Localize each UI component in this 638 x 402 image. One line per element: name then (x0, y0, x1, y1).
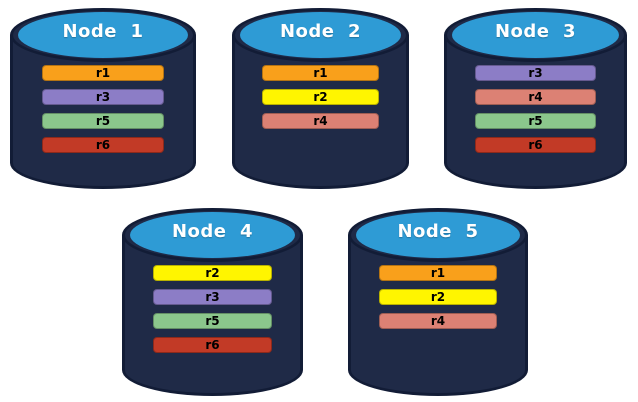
replica-bar-r6: r6 (152, 337, 273, 353)
database-cylinder-icon (18, 12, 188, 58)
replica-bar-r2: r2 (262, 89, 379, 105)
database-cylinder-icon (356, 212, 520, 258)
replica-list: r3 r4 r5 r6 (444, 65, 627, 153)
node-title: Node 5 (397, 221, 479, 242)
node-title: Node 3 (494, 21, 577, 42)
node-cylinder-1: Node 1 r1 r3 r5 r6 (10, 8, 196, 189)
node-cylinder-3: Node 3 r3 r4 r5 r6 (444, 8, 627, 189)
node-title: Node 2 (279, 21, 362, 42)
replica-list: r1 r2 r4 (232, 65, 409, 129)
node-cylinder-5: Node 5 r1 r2 r4 (348, 208, 528, 396)
replica-bar-r6: r6 (475, 137, 596, 153)
node-title: Node 1 (62, 21, 144, 42)
replica-list: r1 r2 r4 (348, 265, 528, 329)
database-cylinder-icon (240, 12, 401, 58)
replica-bar-r3: r3 (475, 65, 596, 81)
node-cylinder-4: Node 4 r2 r3 r5 r6 (122, 208, 303, 396)
cylinder-body (444, 35, 627, 189)
replica-bar-r5: r5 (475, 113, 596, 129)
node-cylinder-2: Node 2 r1 r2 r4 (232, 8, 409, 189)
replica-list: r1 r3 r5 r6 (10, 65, 196, 153)
replica-bar-r4: r4 (262, 113, 379, 129)
replica-bar-r5: r5 (41, 113, 165, 129)
replica-bar-r2: r2 (378, 289, 498, 305)
replica-bar-r6: r6 (41, 137, 165, 153)
database-cylinder-icon (452, 12, 619, 58)
replica-bar-r3: r3 (41, 89, 165, 105)
replica-bar-r1: r1 (262, 65, 379, 81)
replica-bar-r2: r2 (152, 265, 273, 281)
replica-bar-r3: r3 (152, 289, 273, 305)
node-title: Node 4 (171, 221, 254, 242)
replica-bar-r1: r1 (378, 265, 498, 281)
replica-bar-r1: r1 (41, 65, 165, 81)
replica-bar-r5: r5 (152, 313, 273, 329)
database-cylinder-icon (130, 212, 295, 258)
replica-list: r2 r3 r5 r6 (122, 265, 303, 353)
replica-bar-r4: r4 (378, 313, 498, 329)
replica-bar-r4: r4 (475, 89, 596, 105)
